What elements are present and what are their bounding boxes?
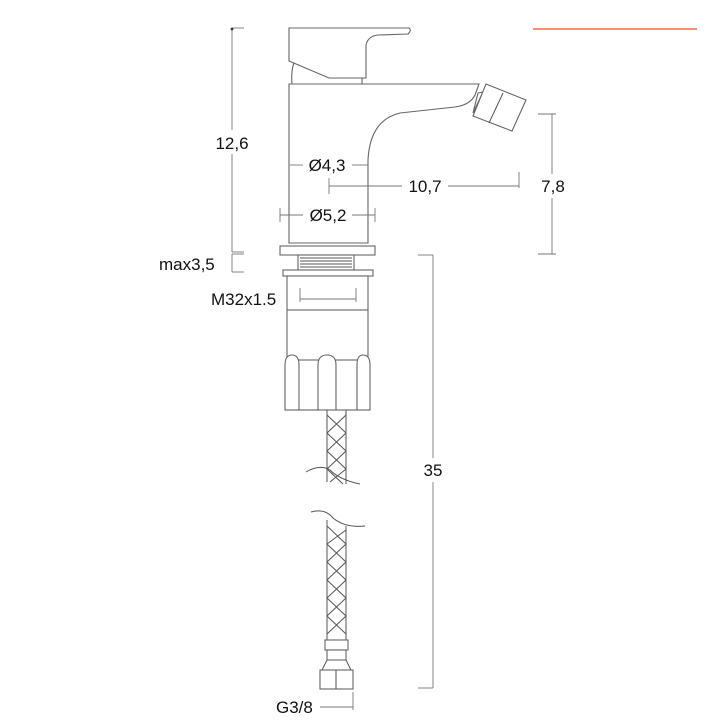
washer (282, 269, 374, 277)
dimension-max-thickness: max3,5 (159, 253, 244, 274)
label-spout-reach: 10,7 (408, 177, 441, 196)
label-diameter-top: Ø4,3 (309, 156, 346, 175)
braided-hose-upper (305, 410, 361, 485)
dimension-spout-reach: 10,7 (328, 172, 520, 196)
dimension-diameter-base: Ø5,2 (279, 206, 376, 225)
braided-hose-lower (310, 510, 366, 640)
label-hose-connector: G3/8 (276, 698, 313, 717)
label-spout-height: 7,8 (541, 177, 565, 196)
base-flange (279, 245, 376, 256)
label-diameter-base: Ø5,2 (310, 206, 347, 225)
label-max-thickness: max3,5 (159, 255, 215, 274)
fixing-shank (286, 309, 369, 361)
faucet-body (288, 83, 480, 244)
lever-handle (288, 27, 411, 85)
thread-section (297, 254, 355, 271)
fixing-fingers (284, 354, 371, 411)
dimension-spout-height: 7,8 (538, 113, 568, 255)
label-hose-length: 35 (424, 461, 443, 480)
dimension-hose-connector: G3/8 (276, 692, 354, 717)
label-height-total: 12,6 (215, 134, 248, 153)
hose-fitting (319, 639, 354, 690)
dimension-height-total: 12,6 (212, 27, 252, 253)
label-thread: M32x1.5 (211, 290, 276, 309)
dimension-hose-length: 35 (418, 254, 446, 689)
dimension-thread: M32x1.5 (211, 288, 357, 309)
bidet-nozzle (472, 83, 527, 132)
dimension-diameter-top: Ø4,3 (290, 156, 368, 175)
